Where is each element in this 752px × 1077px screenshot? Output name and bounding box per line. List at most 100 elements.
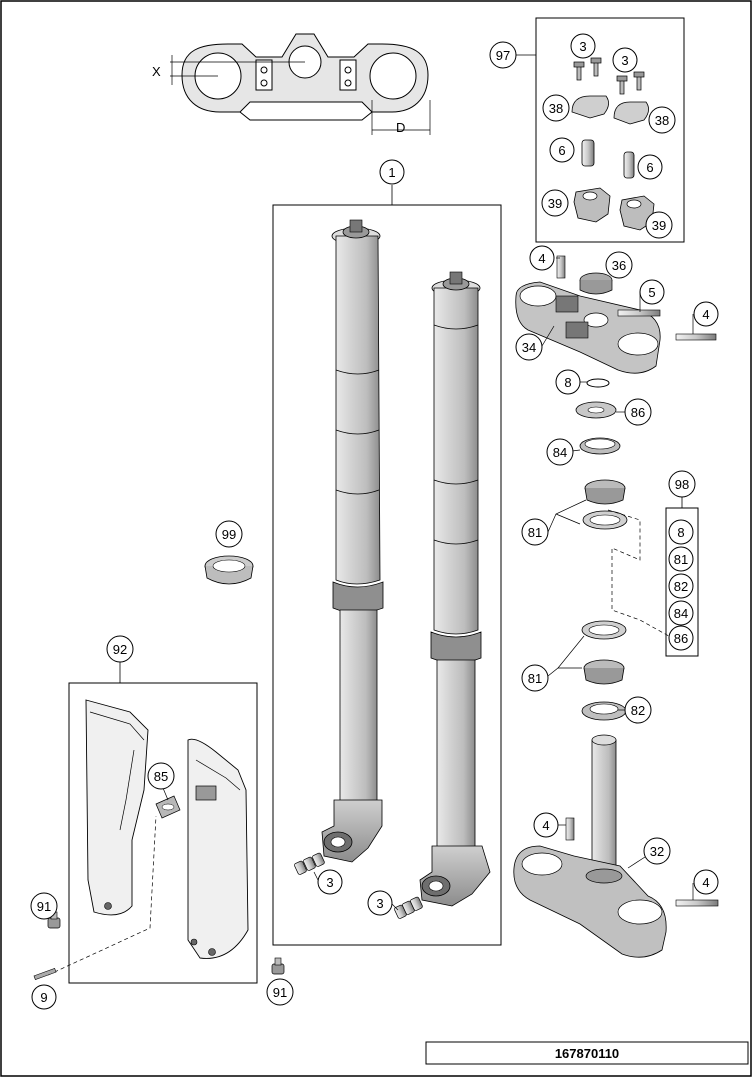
svg-text:3: 3: [621, 53, 628, 68]
svg-text:98: 98: [675, 477, 689, 492]
svg-text:97: 97: [496, 48, 510, 63]
svg-text:3: 3: [326, 875, 333, 890]
dimension-label-d: D: [396, 120, 405, 135]
fastener-screw-9: [33, 967, 57, 981]
bar-clamp-upper-parts: [571, 95, 649, 125]
callout-91-left: 91: [30, 892, 58, 920]
callout-84: 84: [546, 438, 574, 466]
kit-98-item-8: 8: [668, 519, 694, 545]
bar-clamp-screws: [573, 57, 645, 95]
svg-text:9: 9: [40, 990, 47, 1005]
kit-98-item-81: 81: [668, 546, 694, 572]
svg-text:81: 81: [674, 552, 688, 567]
kit-98-item-82: 82: [668, 573, 694, 599]
brake-line-guide: [155, 795, 181, 819]
svg-text:8: 8: [677, 525, 684, 540]
callout-36: 36: [605, 251, 633, 279]
callout-4-upper-top: 4: [529, 245, 555, 271]
top-clamp-dimension-view: [170, 33, 431, 135]
fork-leg-left: [321, 219, 384, 863]
callout-3-kit-left: 3: [570, 33, 596, 59]
callout-9: 9: [31, 984, 57, 1010]
callout-97: 97: [489, 41, 517, 69]
upper-clamp-bolts: [556, 255, 717, 341]
mounting-dash-line: [47, 815, 157, 976]
callout-8: 8: [555, 369, 581, 395]
fastener-nut-91-left: [47, 911, 61, 929]
svg-text:3: 3: [376, 896, 383, 911]
bar-mount-lower-parts: [573, 187, 655, 231]
svg-text:6: 6: [558, 143, 565, 158]
svg-text:91: 91: [273, 985, 287, 1000]
dust-seal-82: [581, 701, 627, 721]
svg-text:39: 39: [652, 218, 666, 233]
callout-3-fork-left: 3: [317, 869, 343, 895]
svg-text:82: 82: [674, 579, 688, 594]
fork-ring-99: [204, 555, 254, 585]
kit-98-item-86: 86: [668, 625, 694, 651]
svg-text:8: 8: [564, 375, 571, 390]
callout-39-left: 39: [541, 189, 569, 217]
fork-assembly-box: [272, 204, 502, 946]
dimension-label-x: X: [152, 64, 161, 79]
svg-text:4: 4: [542, 818, 549, 833]
seal-84: [579, 437, 621, 455]
lower-triple-clamp: [513, 734, 667, 958]
svg-text:84: 84: [553, 445, 567, 460]
callout-91-right: 91: [266, 978, 294, 1006]
diagram-id: 167870110: [555, 1046, 619, 1061]
svg-text:85: 85: [154, 769, 168, 784]
axle-clamp-bolts-right: [394, 896, 423, 919]
steering-stem-nut: [579, 272, 613, 295]
callout-4-lower-left: 4: [533, 812, 559, 838]
svg-text:4: 4: [538, 251, 545, 266]
callout-4-lower-right: 4: [693, 869, 719, 895]
svg-text:81: 81: [528, 671, 542, 686]
svg-text:92: 92: [113, 642, 127, 657]
svg-text:91: 91: [37, 899, 51, 914]
svg-text:86: 86: [631, 405, 645, 420]
callout-99: 99: [215, 520, 243, 548]
svg-text:32: 32: [650, 844, 664, 859]
bar-clamp-bolts: [581, 139, 635, 179]
callout-32: 32: [643, 837, 671, 865]
callout-3-fork-right: 3: [367, 890, 393, 916]
callout-6-right: 6: [637, 154, 663, 180]
callout-82: 82: [624, 696, 652, 724]
kit-97-box: [535, 17, 685, 243]
svg-text:1: 1: [388, 165, 395, 180]
svg-text:36: 36: [612, 258, 626, 273]
washer-86: [575, 401, 617, 419]
callout-6-left: 6: [549, 137, 575, 163]
fork-leg-right: [419, 271, 491, 907]
kit-98-item-84: 84: [668, 600, 694, 626]
svg-text:3: 3: [579, 39, 586, 54]
fork-protector-left: [85, 699, 149, 916]
svg-text:84: 84: [674, 606, 688, 621]
callout-5: 5: [639, 279, 665, 305]
lower-clamp-bolts: [565, 817, 719, 907]
svg-text:4: 4: [702, 307, 709, 322]
bearing-lower: [581, 620, 627, 685]
callout-81-lower: 81: [521, 664, 549, 692]
svg-text:38: 38: [655, 113, 669, 128]
fork-protector-right: [187, 738, 249, 959]
svg-text:39: 39: [548, 196, 562, 211]
fork-protector-box: [68, 682, 258, 984]
callout-86: 86: [624, 398, 652, 426]
callout-39-right: 39: [645, 211, 673, 239]
callout-38-left: 38: [542, 94, 570, 122]
svg-text:38: 38: [549, 101, 563, 116]
callout-92: 92: [106, 635, 134, 663]
callout-1: 1: [379, 159, 405, 185]
callout-34: 34: [515, 333, 543, 361]
svg-text:5: 5: [648, 285, 655, 300]
callouts: 1 97 3 3 38 38 6 6 39 39 4 36 5 4 34 8 8…: [30, 33, 719, 1010]
callout-38-right: 38: [648, 106, 676, 134]
svg-text:99: 99: [222, 527, 236, 542]
callout-81-upper: 81: [521, 518, 549, 546]
svg-text:86: 86: [674, 631, 688, 646]
svg-text:34: 34: [522, 340, 536, 355]
callout-3-kit-right: 3: [612, 47, 638, 73]
